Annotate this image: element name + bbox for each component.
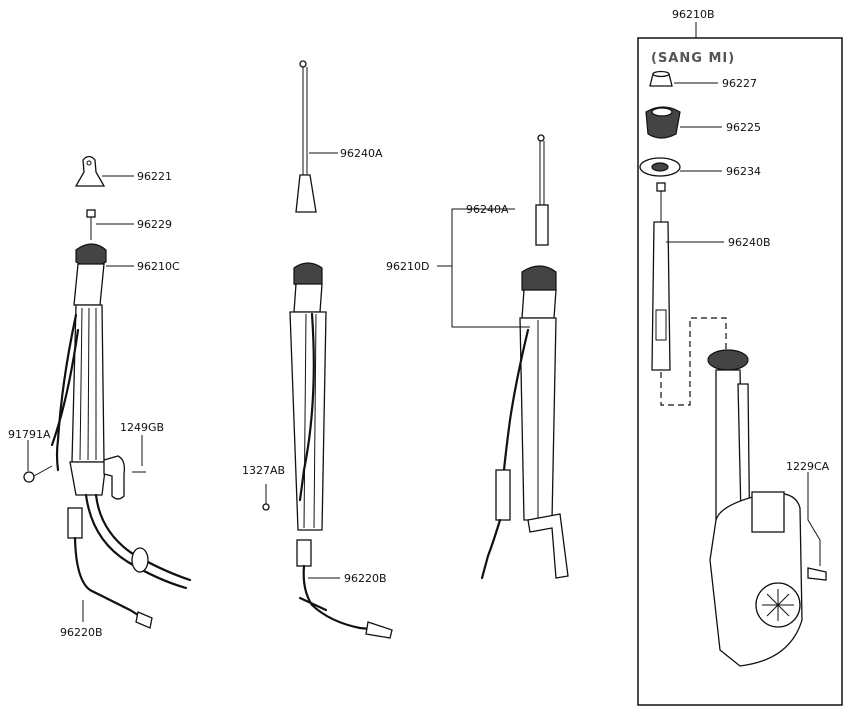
mast-head-96210C-part xyxy=(75,243,107,267)
label-96225: 96225 xyxy=(726,121,761,134)
label-91791A: 91791A xyxy=(8,428,51,441)
rod-96240B-part xyxy=(651,221,671,371)
inset-header: (SANG MI) xyxy=(651,51,735,66)
label-96221: 96221 xyxy=(137,170,172,183)
cap-96221-part xyxy=(74,155,106,187)
assembly-96210C xyxy=(23,155,192,629)
rod-96240A-part xyxy=(295,174,317,213)
label-1249GB: 1249GB xyxy=(120,421,164,434)
label-96210B: 96210B xyxy=(672,8,715,21)
label-1327AB: 1327AB xyxy=(242,464,285,477)
label-1229CA: 1229CA xyxy=(786,460,830,473)
group1-leaders xyxy=(27,175,143,622)
group3-leaders xyxy=(437,208,530,328)
inset-96210B xyxy=(637,22,843,706)
label-96240B: 96240B xyxy=(728,236,771,249)
label-96227: 96227 xyxy=(722,77,757,90)
inset-frame xyxy=(637,37,843,706)
label-96229: 96229 xyxy=(137,218,172,231)
screw-96229-part xyxy=(86,209,96,218)
mast-tube-middle-part xyxy=(289,311,327,531)
label-96220B-middle: 96220B xyxy=(344,572,387,585)
label-96210C: 96210C xyxy=(137,260,180,273)
label-96240A-middle: 96240A xyxy=(340,147,383,160)
assembly-middle xyxy=(262,60,393,639)
group2-leaders xyxy=(308,152,340,579)
label-96240A-right: 96240A xyxy=(466,203,509,216)
inset-parts xyxy=(639,70,827,667)
screw-1327AB-part xyxy=(262,503,270,511)
screw-1229CA-part xyxy=(807,567,827,581)
label-96220B-left: 96220B xyxy=(60,626,103,639)
assembly-96210D xyxy=(480,134,569,580)
inset-leaders xyxy=(666,82,821,566)
label-96234: 96234 xyxy=(726,165,761,178)
label-96210D: 96210D xyxy=(386,260,429,273)
screw-91791A-part xyxy=(23,471,35,483)
